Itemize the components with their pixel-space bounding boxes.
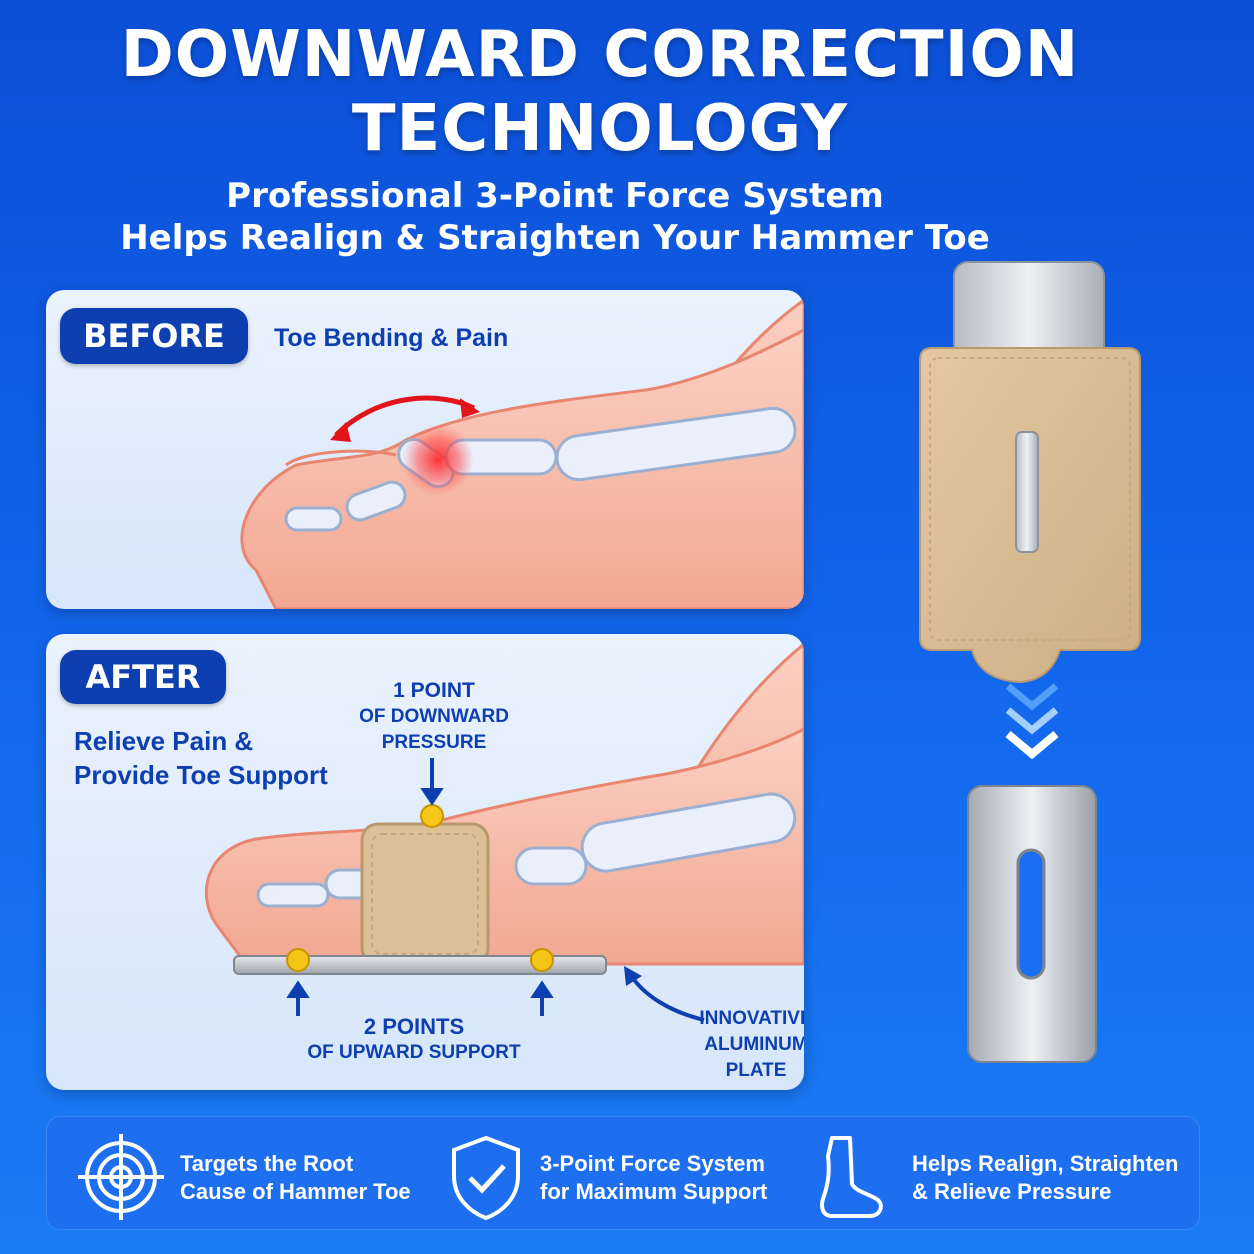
subtitle-line1: Professional 3-Point Force System [226, 176, 884, 216]
feature-3-line1: Helps Realign, Straighten [912, 1151, 1179, 1176]
product-sleeve-with-plate [919, 261, 1141, 684]
before-caption: Toe Bending & Pain [274, 324, 509, 352]
foot-icon [820, 1136, 883, 1218]
feature-3-text: Helps Realign, Straighten & Relieve Pres… [912, 1150, 1179, 1206]
arrow-down-icon [420, 788, 444, 806]
chevron-down-icon [1005, 683, 1059, 760]
plate-label-line2: ALUMINUM PLATE [704, 1034, 804, 1081]
arrow-right-icon [460, 398, 480, 418]
downward-pressure-point [420, 804, 444, 828]
features-bar: Targets the Root Cause of Hammer Toe 3-P… [46, 1116, 1200, 1230]
main-title-line1: DOWNWARD CORRECTION [120, 18, 1080, 92]
feature-2-text: 3-Point Force System for Maximum Support [540, 1150, 767, 1206]
feature-2-line1: 3-Point Force System [540, 1151, 765, 1176]
feature-1-line1: Targets the Root [180, 1151, 354, 1176]
main-title-line2: TECHNOLOGY [351, 92, 849, 166]
aluminum-plate [233, 955, 607, 975]
feature-1-line2: Cause of Hammer Toe [180, 1179, 411, 1204]
shield-check-icon [452, 1135, 520, 1221]
downward-pressure-label-line2: OF DOWNWARD [359, 706, 509, 727]
arrow-left-icon [330, 422, 351, 442]
plate-label-line1: INNOVATIVE [699, 1008, 804, 1029]
upward-support-label-line2: OF UPWARD SUPPORT [307, 1042, 521, 1063]
aluminum-plate-product [967, 785, 1097, 1063]
arrow-up-icon [286, 980, 310, 998]
before-panel: BEFORE Toe Bending & Pain [46, 290, 804, 609]
after-caption-line2: Provide Toe Support [74, 760, 328, 790]
upward-support-label: 2 POINTS OF UPWARD SUPPORT [274, 1014, 554, 1066]
before-badge: BEFORE [60, 308, 248, 364]
before-foot-illustration [240, 298, 804, 609]
plate-pointer-arrow-icon [624, 966, 642, 986]
target-icon [78, 1134, 164, 1220]
after-panel: AFTER Relieve Pain & Provide Toe Support… [46, 634, 804, 1090]
downward-pressure-label-line1: 1 POINT [393, 679, 475, 702]
feature-2-line2: for Maximum Support [540, 1179, 768, 1204]
plate-label: INNOVATIVE ALUMINUM PLATE [686, 1006, 804, 1084]
feature-1-text: Targets the Root Cause of Hammer Toe [180, 1150, 411, 1206]
after-badge: AFTER [60, 650, 226, 704]
arrow-up-icon [530, 980, 554, 998]
toe-wrap [360, 822, 490, 966]
upward-support-point-left [286, 948, 310, 972]
upward-support-point-right [530, 948, 554, 972]
after-foot-illustration [204, 642, 804, 1022]
pain-spot [402, 424, 474, 496]
feature-3-line2: & Relieve Pressure [912, 1179, 1112, 1204]
after-caption-line1: Relieve Pain & [74, 726, 254, 756]
subtitle-line2: Helps Realign & Straighten Your Hammer T… [120, 218, 990, 258]
downward-pressure-label: 1 POINT OF DOWNWARD PRESSURE [354, 678, 514, 756]
downward-pressure-label-line3: PRESSURE [381, 732, 487, 753]
upward-support-label-line1: 2 POINTS [363, 1014, 465, 1039]
